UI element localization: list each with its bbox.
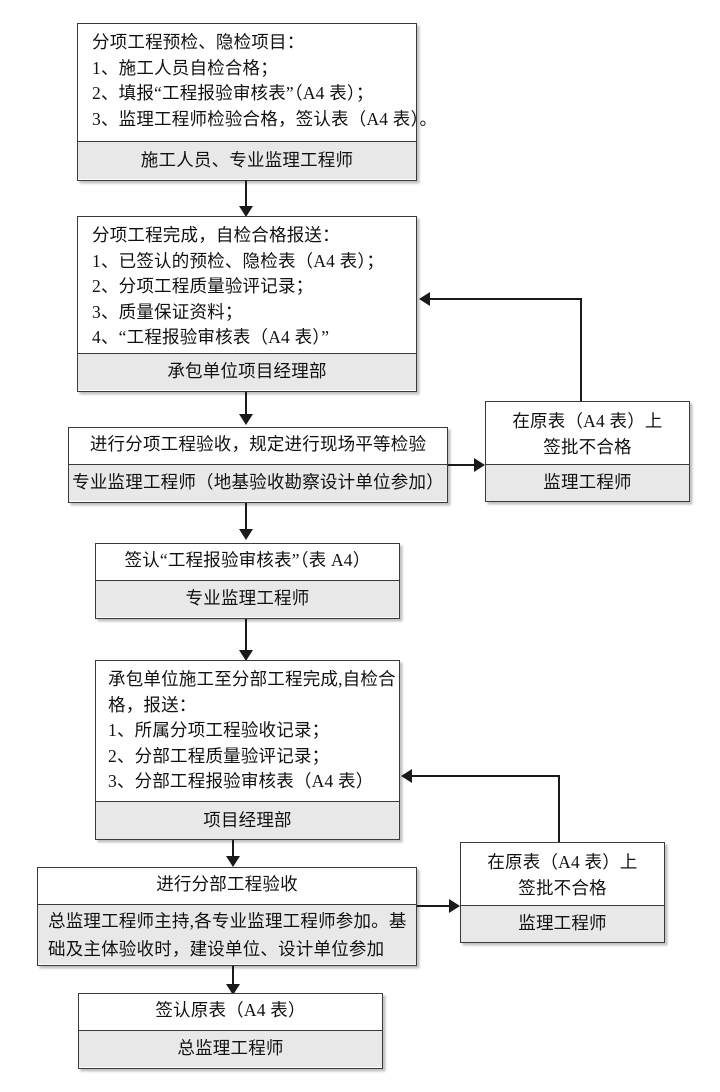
node-n5[interactable]: 承包单位施工至分部工程完成,自检合 格，报送： 1、所属分项工程验收记录； 2、…: [95, 660, 400, 840]
node-n6-body: 进行分部工程验收: [38, 868, 416, 904]
edge-e5-stem: [245, 503, 248, 534]
node-n1-role-label: 施工人员、专业监理工程师: [140, 149, 354, 170]
node-n5-line-1: 格，报送：: [108, 694, 197, 715]
edge-e4-arrowhead: [419, 292, 430, 306]
node-n5-line-0: 承包单位施工至分部工程完成,自检合: [108, 669, 396, 689]
edge-e2-stem: [245, 392, 248, 419]
edge-e1-arrowhead: [239, 206, 253, 217]
node-n2-line-0: 分项工程完成，自检合格报送：: [92, 225, 340, 245]
node-n6-line-0: 进行分部工程验收: [156, 874, 298, 894]
node-n2-line-3: 3、质量保证资料；: [92, 301, 243, 322]
node-n7-body: 签认原表（A4 表）: [79, 994, 382, 1030]
node-n1-line-2: 2、填报“工程报验审核表”（A4 表）；: [92, 83, 374, 103]
node-n3-role: 专业监理工程师（地基验收勘察设计单位参加）: [69, 464, 447, 501]
edge-e2-arrowhead: [239, 414, 253, 425]
edge-e3-arrowhead: [474, 458, 485, 472]
node-n5-line-4: 3、分部工程报验审核表（A4 表）: [108, 771, 374, 791]
edge-e3-run: [448, 464, 480, 467]
node-r2-line-0: 在原表（A4 表）上: [487, 852, 638, 872]
node-r2-role-label: 监理工程师: [518, 913, 607, 934]
edge-e9-riser: [558, 775, 561, 842]
node-n3[interactable]: 进行分项工程验收，规定进行现场平等检验 专业监理工程师（地基验收勘察设计单位参加…: [68, 427, 448, 503]
node-n4[interactable]: 签认“工程报验审核表”（表 A4） 专业监理工程师: [95, 543, 400, 619]
node-n4-line-0: 签认“工程报验审核表”（表 A4）: [124, 550, 371, 570]
node-n2[interactable]: 分项工程完成，自检合格报送： 1、已签认的预检、隐检表（A4 表）； 2、分项工…: [77, 216, 417, 392]
node-n2-role: 承包单位项目经理部: [78, 353, 416, 390]
node-r2-body: 在原表（A4 表）上 签批不合格: [461, 843, 664, 905]
node-n5-line-2: 1、所属分项工程验收记录；: [108, 720, 330, 740]
node-n1-body: 分项工程预检、隐检项目： 1、施工人员自检合格； 2、填报“工程报验审核表”（A…: [78, 24, 438, 141]
edge-e8-arrowhead: [449, 899, 460, 913]
edge-e4-riser: [580, 298, 583, 401]
node-n7[interactable]: 签认原表（A4 表） 总监理工程师: [78, 993, 383, 1069]
node-n2-role-label: 承包单位项目经理部: [167, 361, 327, 382]
edge-e9-run: [412, 775, 560, 778]
node-n5-role-label: 项目经理部: [203, 809, 292, 830]
node-n4-body: 签认“工程报验审核表”（表 A4）: [96, 544, 399, 580]
node-n5-role: 项目经理部: [96, 801, 399, 839]
node-n1-line-0: 分项工程预检、隐检项目：: [92, 32, 305, 52]
edge-e10-arrowhead: [226, 984, 240, 995]
edge-e7-stem: [232, 840, 235, 861]
edge-e4-run: [430, 298, 582, 301]
node-n1-line-3: 3、监理工程师检验合格，签认表（A4 表）。: [92, 108, 438, 129]
node-n1-line-1: 1、施工人员自检合格；: [92, 57, 278, 78]
node-r1-role: 监理工程师: [486, 464, 689, 501]
edge-e1-stem: [245, 181, 248, 214]
node-n1-role: 施工人员、专业监理工程师: [78, 141, 416, 179]
node-n2-body: 分项工程完成，自检合格报送： 1、已签认的预检、隐检表（A4 表）； 2、分项工…: [78, 217, 416, 353]
node-r1-role-label: 监理工程师: [543, 472, 632, 493]
edge-e5-arrowhead: [239, 529, 253, 540]
node-r1-body: 在原表（A4 表）上 签批不合格: [486, 402, 689, 464]
node-n7-role-label: 总监理工程师: [177, 1038, 284, 1059]
edge-e6-stem: [245, 619, 248, 655]
edge-e7-arrowhead: [226, 856, 240, 867]
node-n7-line-0: 签认原表（A4 表）: [155, 1000, 306, 1020]
node-r1-line-1: 签批不合格: [543, 436, 632, 457]
node-n6-role-label: 总监理工程师主持,各专业监理工程师参加。基础及主体验收时，建设单位、设计单位参加: [48, 910, 407, 959]
edge-e8-run: [417, 905, 455, 908]
node-n6[interactable]: 进行分部工程验收 总监理工程师主持,各专业监理工程师参加。基础及主体验收时，建设…: [37, 867, 417, 966]
node-r2-line-1: 签批不合格: [518, 877, 607, 898]
node-n2-line-2: 2、分项工程质量验评记录；: [92, 276, 314, 296]
node-n4-role-label: 专业监理工程师: [185, 588, 310, 609]
edge-e10-stem: [232, 966, 235, 990]
node-n2-line-4: 4、“工程报验审核表（A4 表）”: [92, 327, 330, 347]
node-r1-line-0: 在原表（A4 表）上: [512, 411, 663, 431]
node-n6-role: 总监理工程师主持,各专业监理工程师参加。基础及主体验收时，建设单位、设计单位参加: [38, 904, 416, 964]
node-r2-role: 监理工程师: [461, 905, 664, 942]
node-n4-role: 专业监理工程师: [96, 580, 399, 617]
node-n3-body: 进行分项工程验收，规定进行现场平等检验: [69, 428, 447, 464]
node-n2-line-1: 1、已签认的预检、隐检表（A4 表）；: [92, 250, 385, 271]
edge-e6-arrowhead: [239, 650, 253, 661]
edge-e9-arrowhead: [401, 769, 412, 783]
node-n3-role-label: 专业监理工程师（地基验收勘察设计单位参加）: [72, 472, 444, 493]
node-r2[interactable]: 在原表（A4 表）上 签批不合格 监理工程师: [460, 842, 665, 943]
node-n5-body: 承包单位施工至分部工程完成,自检合 格，报送： 1、所属分项工程验收记录； 2、…: [96, 661, 399, 801]
node-r1[interactable]: 在原表（A4 表）上 签批不合格 监理工程师: [485, 401, 690, 502]
node-n5-line-3: 2、分部工程质量验评记录；: [108, 745, 330, 766]
node-n1[interactable]: 分项工程预检、隐检项目： 1、施工人员自检合格； 2、填报“工程报验审核表”（A…: [77, 23, 438, 181]
node-n3-line-0: 进行分项工程验收，规定进行现场平等检验: [89, 434, 427, 454]
node-n7-role: 总监理工程师: [79, 1030, 382, 1067]
